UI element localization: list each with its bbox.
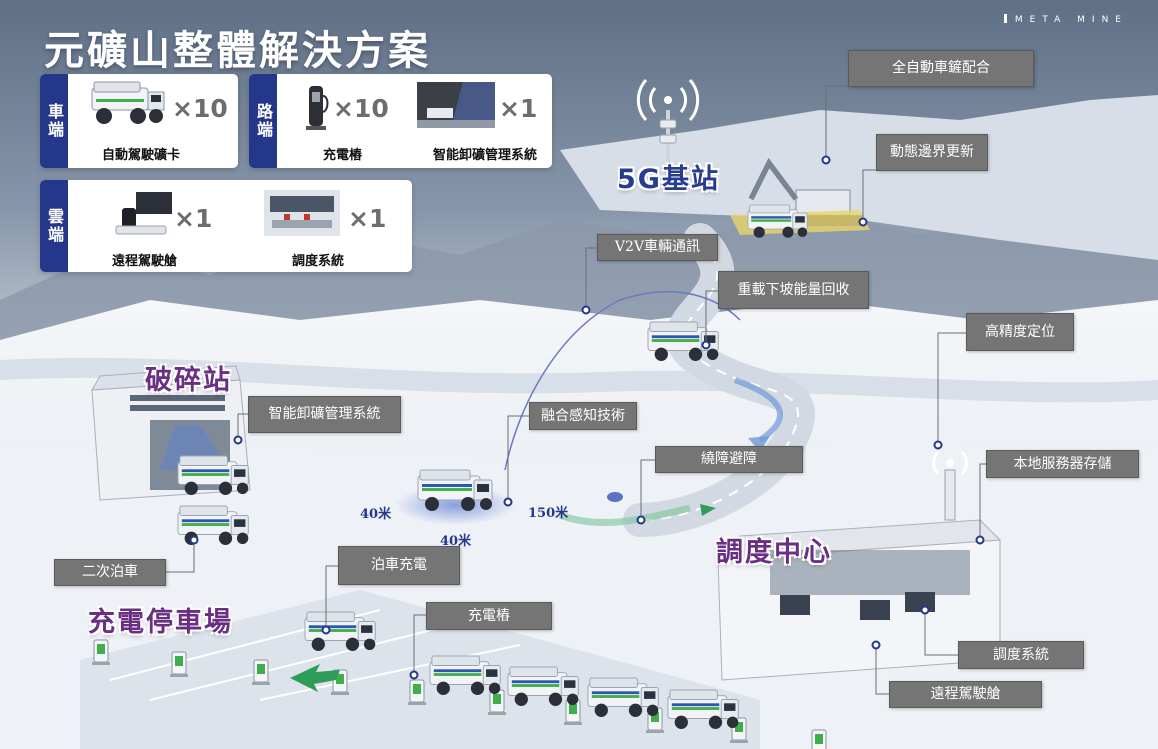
mining-truck-icon [91,81,165,124]
callout-unloading: 智能卸礦管理系統 [248,396,401,433]
vehicle-tag: 車端 [40,74,68,168]
unloading-system-label: 智能卸礦管理系統 [433,148,538,163]
distance-right: 150米 [528,506,569,521]
callout-shovel: 全自動車鏟配合 [848,50,1034,87]
callout-server: 本地服務器存儲 [986,450,1139,478]
road-panel: 路端 ×10 充電樁 ×1 智能卸礦管理系統 [249,74,552,168]
distance-left: 40米 [360,507,392,522]
dispatch-room-item: ×1 調度系統 [264,190,404,270]
vehicle-panel: 車端 ×10 自動駕駛礦卡 [40,74,238,168]
zone-crusher-station: 破碎站 [145,365,232,396]
mining-truck-label: 自動駕駛礦卡 [102,148,181,163]
mining-truck-item: ×10 自動駕駛礦卡 [88,80,228,166]
dispatch-room-count: ×1 [348,204,387,233]
callout-parking-charge: 泊車充電 [338,546,460,585]
mining-truck-count: ×10 [172,94,228,123]
unloading-system-count: ×1 [499,94,538,123]
charging-pile-item: ×10 充電樁 [301,82,401,166]
zone-charging-parking: 充電停車場 [88,607,233,638]
road-tag: 路端 [249,74,277,168]
remote-cockpit-icon [115,192,172,235]
callout-regen: 重載下坡能量回收 [718,271,869,309]
unloading-system-icon [417,82,495,128]
callout-v2v: V2V車輛通訊 [597,234,718,261]
callout-positioning: 高精度定位 [966,313,1074,351]
zone-5g-base-station: 5G基站 [617,164,720,195]
unloading-system-item: ×1 智能卸礦管理系統 [417,82,549,166]
callout-obstacle: 繞障避障 [655,446,803,473]
charging-pile-icon [306,86,329,130]
brand-logo: META MINE [1004,14,1128,25]
callout-dispatch-system: 調度系統 [958,641,1084,669]
dispatch-room-icon [264,190,340,236]
remote-cockpit-item: ×1 遠程駕駛艙 [112,190,244,270]
remote-cockpit-count: ×1 [174,204,213,233]
callout-cockpit: 遠程駕駛艙 [889,681,1042,708]
remote-cockpit-label: 遠程駕駛艙 [112,254,178,269]
callout-boundary: 動態邊界更新 [876,134,988,171]
cloud-tag: 雲端 [40,180,68,272]
zone-dispatch-center: 調度中心 [716,537,832,568]
dispatch-room-label: 調度系統 [292,254,345,269]
callout-charger: 充電樁 [426,602,552,630]
callout-secondary-parking: 二次泊車 [54,559,166,586]
page-title: 元礦山整體解決方案 [44,27,431,74]
charging-pile-label: 充電樁 [323,148,363,163]
callout-fusion: 融合感知技術 [529,402,637,430]
distance-bottom: 40米 [440,534,472,549]
charging-pile-count: ×10 [333,94,389,123]
cloud-panel: 雲端 ×1 遠程駕駛艙 ×1 調度系統 [40,180,412,272]
